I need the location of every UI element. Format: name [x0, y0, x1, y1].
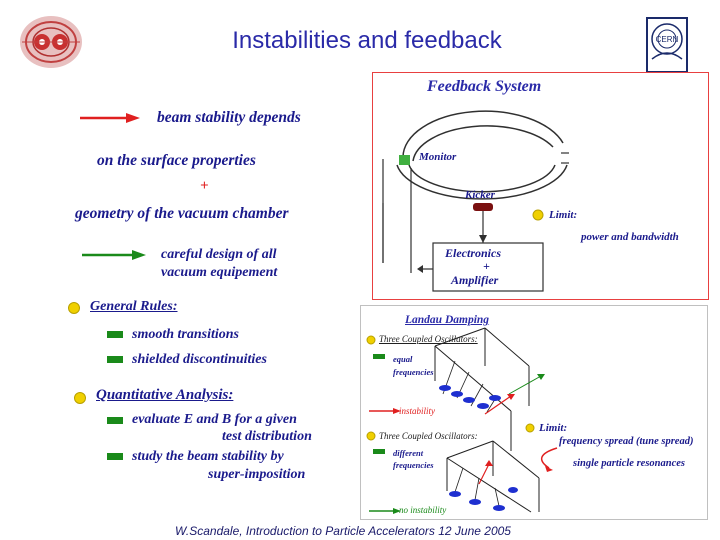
- careful-design-text: careful design of all: [161, 247, 277, 262]
- no-instability-label: no instability: [399, 505, 447, 515]
- landau-damping-title: Landau Damping: [405, 314, 490, 326]
- electronics-label: Electronics: [445, 246, 501, 260]
- feedback-system-title: Feedback System: [427, 78, 542, 95]
- equal-label: equal: [393, 354, 413, 364]
- power-bandwidth-label: power and bandwidth: [581, 231, 679, 243]
- rule-smooth-transitions: smooth transitions: [132, 327, 239, 342]
- green-square-icon: [107, 453, 123, 460]
- plus-sign: +: [200, 178, 209, 194]
- cern-logo-icon: CERN: [646, 17, 688, 73]
- instability-label: instability: [399, 406, 435, 416]
- general-rules-heading: General Rules:: [90, 299, 178, 314]
- electronics-plus-sign: +: [483, 259, 490, 273]
- monitor-label: Monitor: [419, 151, 457, 163]
- slide-footer: W.Scandale, Introduction to Particle Acc…: [175, 524, 511, 538]
- bullet-dot-icon: [74, 392, 86, 404]
- feedback-ring-diagram: [382, 110, 569, 292]
- lhc-logo-icon: [20, 16, 82, 68]
- vacuum-equipment-text: vacuum equipement: [161, 265, 278, 280]
- test-distribution-text: test distribution: [222, 429, 312, 444]
- oscillators-diagram: [366, 327, 558, 514]
- slide-title: Instabilities and feedback: [232, 27, 502, 54]
- rule-shielded-discontinuities: shielded discontinuities: [132, 352, 267, 367]
- green-square-icon: [107, 356, 123, 363]
- feedback-limit-label: Limit:: [549, 209, 578, 221]
- beam-stability-text: beam stability depends: [157, 109, 301, 126]
- different-label: different: [393, 448, 424, 458]
- feedback-system-diagram: Feedback System Monitor Kicker Limit: po…: [372, 72, 709, 300]
- vacuum-chamber-text: geometry of the vacuum chamber: [75, 205, 289, 222]
- superimposition-text: super-imposition: [208, 467, 306, 482]
- quantitative-analysis-heading: Quantitative Analysis:: [96, 387, 234, 403]
- cern-logo-text: CERN: [656, 35, 679, 44]
- single-particle-label: single particle resonances: [573, 458, 685, 469]
- three-oscillators-label-2: Three Coupled Oscillators:: [379, 431, 478, 441]
- evaluate-text: evaluate E and B for a given: [132, 412, 297, 427]
- kicker-label: Kicker: [465, 189, 495, 201]
- landau-limit-label: Limit:: [539, 422, 568, 434]
- green-square-icon: [107, 331, 123, 338]
- different-frequencies-label: frequencies: [393, 460, 434, 470]
- landau-damping-diagram: Landau Damping Three Coupled Oscillators…: [360, 305, 708, 520]
- bullet-dot-icon: [68, 302, 80, 314]
- surface-properties-text: on the surface properties: [97, 152, 256, 169]
- green-square-icon: [107, 417, 123, 424]
- green-arrow-icon: [82, 250, 146, 260]
- frequency-spread-label: frequency spread (tune spread): [559, 436, 694, 447]
- study-text: study the beam stability by: [132, 449, 284, 464]
- three-oscillators-label-1: Three Coupled Oscillators:: [379, 334, 478, 344]
- amplifier-label: Amplifier: [451, 273, 499, 287]
- red-arrow-icon: [80, 113, 140, 123]
- equal-frequencies-label: frequencies: [393, 367, 434, 377]
